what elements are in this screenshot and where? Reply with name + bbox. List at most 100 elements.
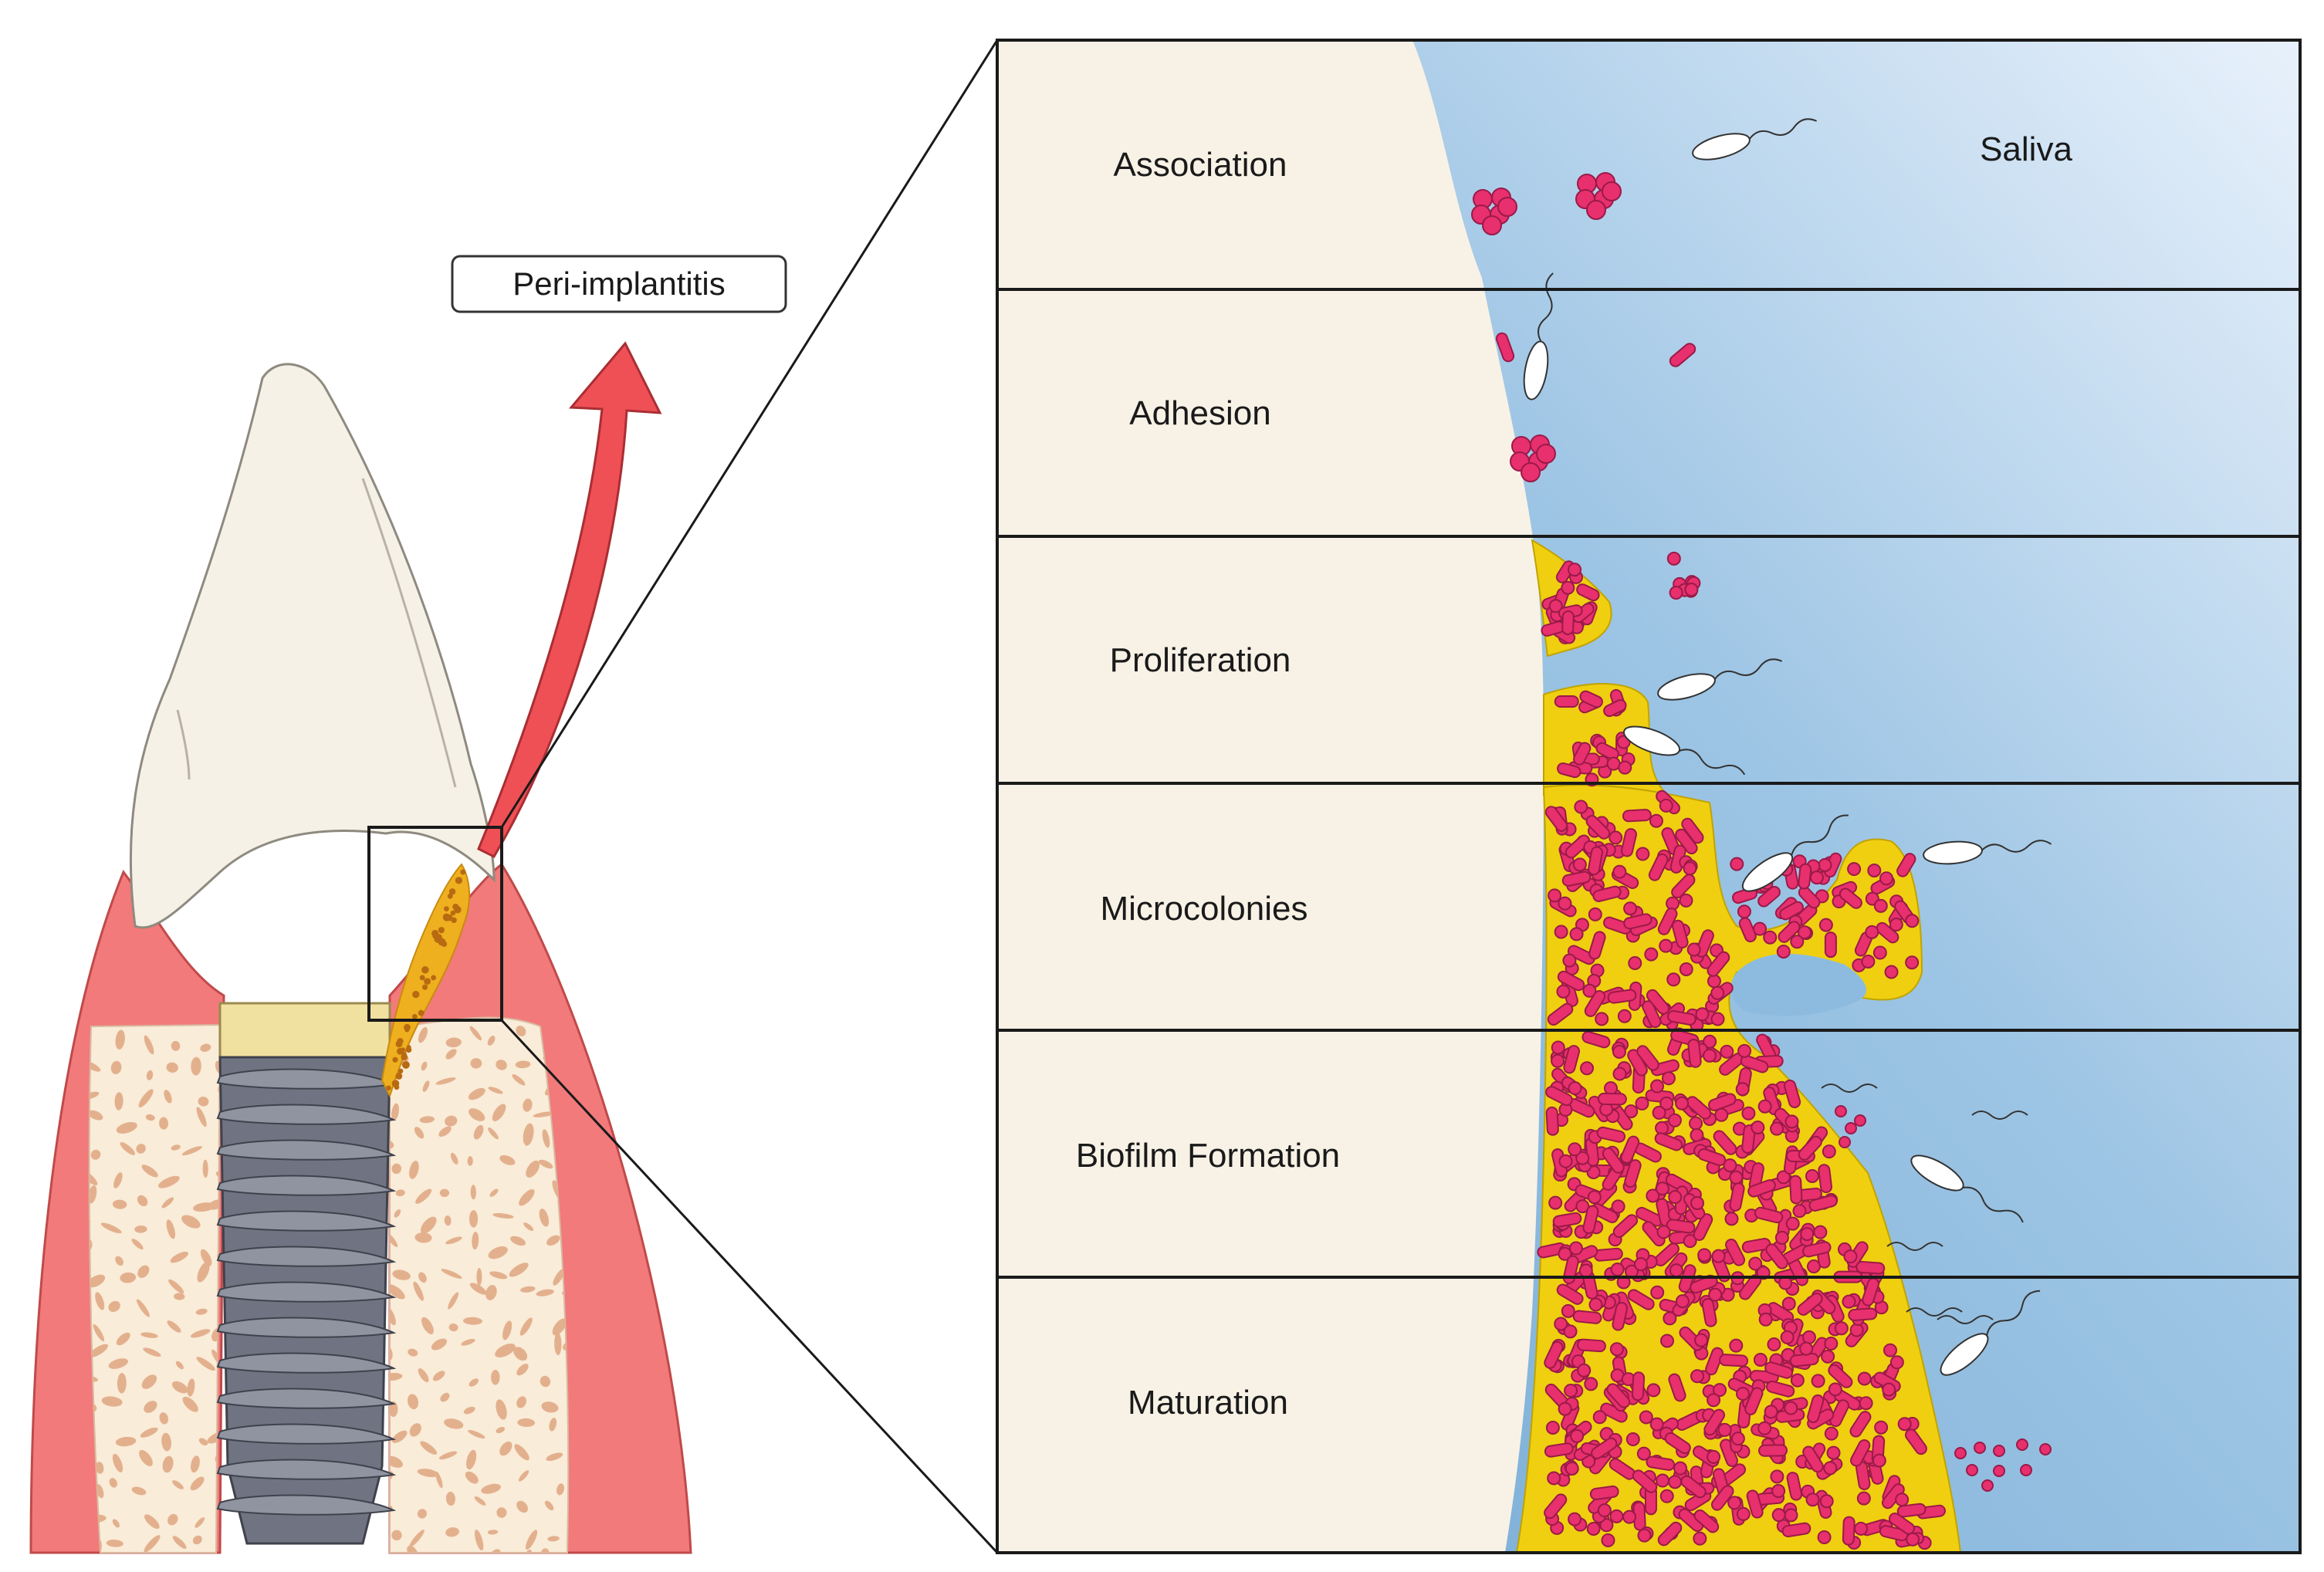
coccus-bacterium <box>2016 1438 2028 1451</box>
coccus-bacterium <box>1847 862 1862 877</box>
trabecula <box>473 1124 484 1140</box>
rod-bacterium <box>1705 1347 1724 1376</box>
trabecula <box>413 1281 424 1301</box>
flagellum <box>1679 749 1746 776</box>
coccus-bacterium <box>1551 1053 1565 1068</box>
trabecula <box>170 1251 189 1263</box>
coccus-bacterium <box>1569 927 1584 942</box>
trabecula <box>556 1483 564 1496</box>
trabecula <box>491 1370 500 1385</box>
coccus-bacterium <box>1597 1503 1612 1518</box>
coccus-bacterium <box>1703 1034 1717 1049</box>
progression-arrow[interactable] <box>477 341 662 858</box>
rod-bacterium <box>1719 1354 1749 1367</box>
trabecula <box>89 1091 100 1100</box>
rod-bacterium <box>1802 1241 1832 1258</box>
coccus-bacterium <box>1817 1530 1832 1544</box>
trabecula <box>487 1036 496 1046</box>
coccus-bacterium <box>1684 583 1699 597</box>
flagellated-bacterium <box>1622 725 1746 776</box>
plaque-dot <box>404 1027 410 1033</box>
coccus-bacterium <box>1693 1531 1707 1546</box>
trabecula <box>445 1037 462 1048</box>
coccus-bacterium <box>1639 1410 1653 1425</box>
rod-bacterium <box>1593 1247 1623 1262</box>
coccus-bacterium <box>1873 898 1888 913</box>
trabecula <box>463 1317 482 1325</box>
implant-thread <box>216 1494 397 1516</box>
flagellated-bacterium <box>1692 118 1818 161</box>
rod-bacterium <box>1666 1219 1696 1234</box>
coccus-bacterium <box>1801 1330 1816 1344</box>
coccus-bacterium <box>1713 1383 1727 1398</box>
rod-bacterium <box>1545 1086 1573 1107</box>
trabecula <box>174 1293 185 1300</box>
plaque-dot <box>418 1009 425 1016</box>
coccus-bacterium <box>1568 1241 1583 1256</box>
trabecula <box>390 1306 396 1326</box>
rod-bacterium <box>1579 690 1603 708</box>
trabecula <box>202 1159 208 1178</box>
rod-bacterium <box>1607 989 1637 1004</box>
bacterium-body <box>1910 1154 1964 1192</box>
trabecula <box>392 1269 411 1280</box>
zoom-connector-bottom <box>500 1019 999 1554</box>
rod-bacterium <box>1654 1132 1683 1151</box>
coccus-bacterium <box>1587 1190 1602 1205</box>
coccus-bacterium <box>1623 901 1638 916</box>
coccus-bacterium <box>1805 1168 1819 1183</box>
trabecula <box>418 1026 428 1043</box>
coccus-bacterium <box>1679 962 1693 976</box>
biofilm-stages-panel <box>997 40 2300 1553</box>
trabecula <box>466 1449 477 1470</box>
trabecula <box>469 1378 479 1387</box>
rod-bacterium <box>1606 1383 1631 1408</box>
rod-bacterium <box>1557 762 1581 779</box>
coccus-bacterium <box>1737 1043 1752 1058</box>
bacterium-body <box>1923 840 1983 865</box>
flagellated-bacterium <box>1741 814 1849 892</box>
crown <box>129 363 496 929</box>
peri-implantitis-callout: Peri-implantitis <box>451 255 787 313</box>
coccus-bacterium <box>1736 1506 1751 1521</box>
plaque-dot <box>460 869 466 875</box>
trabecula <box>140 1332 158 1338</box>
rod-bacterium <box>1842 1516 1855 1546</box>
coccus-bacterium <box>1554 925 1568 939</box>
trabecula <box>181 1215 201 1229</box>
trabecula <box>465 1471 479 1484</box>
trabecula <box>120 1272 137 1283</box>
rod-bacterium <box>1581 1030 1611 1049</box>
coccus-bacterium <box>1644 947 1659 962</box>
trabecula <box>141 1165 158 1178</box>
trabecula <box>112 1453 123 1472</box>
zoom-region-box[interactable] <box>367 826 503 1022</box>
coccus-bacterium <box>1603 1081 1618 1096</box>
coccus-bacterium <box>1668 1190 1683 1205</box>
coccus-bacterium <box>1819 1494 1834 1509</box>
coccus-bacterium <box>1618 760 1632 775</box>
trabecula <box>440 1392 450 1402</box>
coccus-bacterium <box>1558 1246 1572 1261</box>
trabecula <box>536 1289 554 1296</box>
coccus-bacterium <box>1720 1044 1734 1059</box>
trabecula <box>409 1530 425 1547</box>
trabecula <box>131 1239 144 1250</box>
rod-bacterium <box>1671 874 1696 899</box>
coccus-bacterium <box>1897 1417 1912 1432</box>
trabecula <box>145 1114 155 1121</box>
implant-illustration <box>29 341 692 1554</box>
plaque-dot <box>431 929 439 938</box>
zoom-connector-top <box>500 39 999 828</box>
trabecula <box>438 1126 452 1138</box>
rod-bacterium <box>1747 1179 1776 1198</box>
coccus-bacterium <box>1818 918 1833 932</box>
trabecula <box>417 1509 428 1519</box>
rod-bacterium <box>1669 343 1696 367</box>
rod-bacterium <box>1561 610 1575 635</box>
trabecula <box>487 1530 499 1535</box>
trabecula <box>499 1441 512 1456</box>
plaque-dot <box>397 1068 404 1074</box>
trabecula <box>489 1549 501 1553</box>
